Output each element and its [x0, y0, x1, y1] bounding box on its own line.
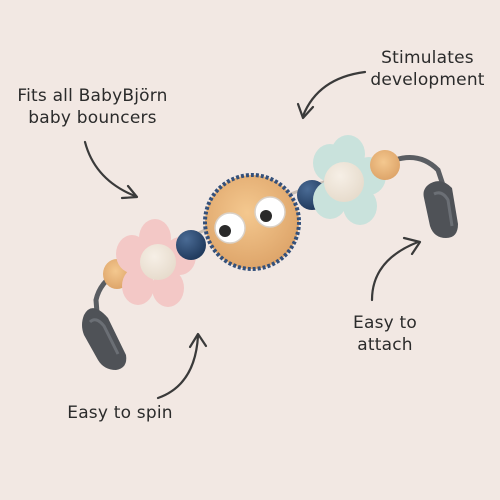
arrow-spin — [156, 332, 208, 400]
feature-label-stimulates-line1: Stimulates — [381, 48, 474, 68]
spinning-face-disc — [203, 173, 301, 271]
feature-label-attach: Easy to attach — [340, 312, 430, 356]
feature-label-attach-line1: Easy to — [353, 313, 417, 333]
feature-label-fits-line1: Fits all BabyBjörn — [17, 86, 168, 106]
arrow-stimulates — [296, 70, 367, 120]
feature-label-stimulates: Stimulates development — [355, 47, 500, 91]
navy-bead-left — [176, 230, 206, 260]
feature-label-fits-line2: baby bouncers — [28, 108, 157, 128]
right-clip — [392, 155, 458, 238]
mint-flower — [313, 135, 386, 225]
feature-label-attach-line2: attach — [357, 335, 413, 355]
feature-label-fits: Fits all BabyBjörn baby bouncers — [10, 85, 175, 129]
feature-label-stimulates-line2: development — [370, 70, 485, 90]
arrow-attach — [370, 236, 422, 302]
wood-bead-right — [370, 150, 400, 180]
feature-label-spin: Easy to spin — [55, 402, 185, 424]
arrow-fits — [83, 140, 139, 200]
feature-label-spin-line1: Easy to spin — [67, 403, 173, 423]
pink-flower — [116, 219, 196, 307]
